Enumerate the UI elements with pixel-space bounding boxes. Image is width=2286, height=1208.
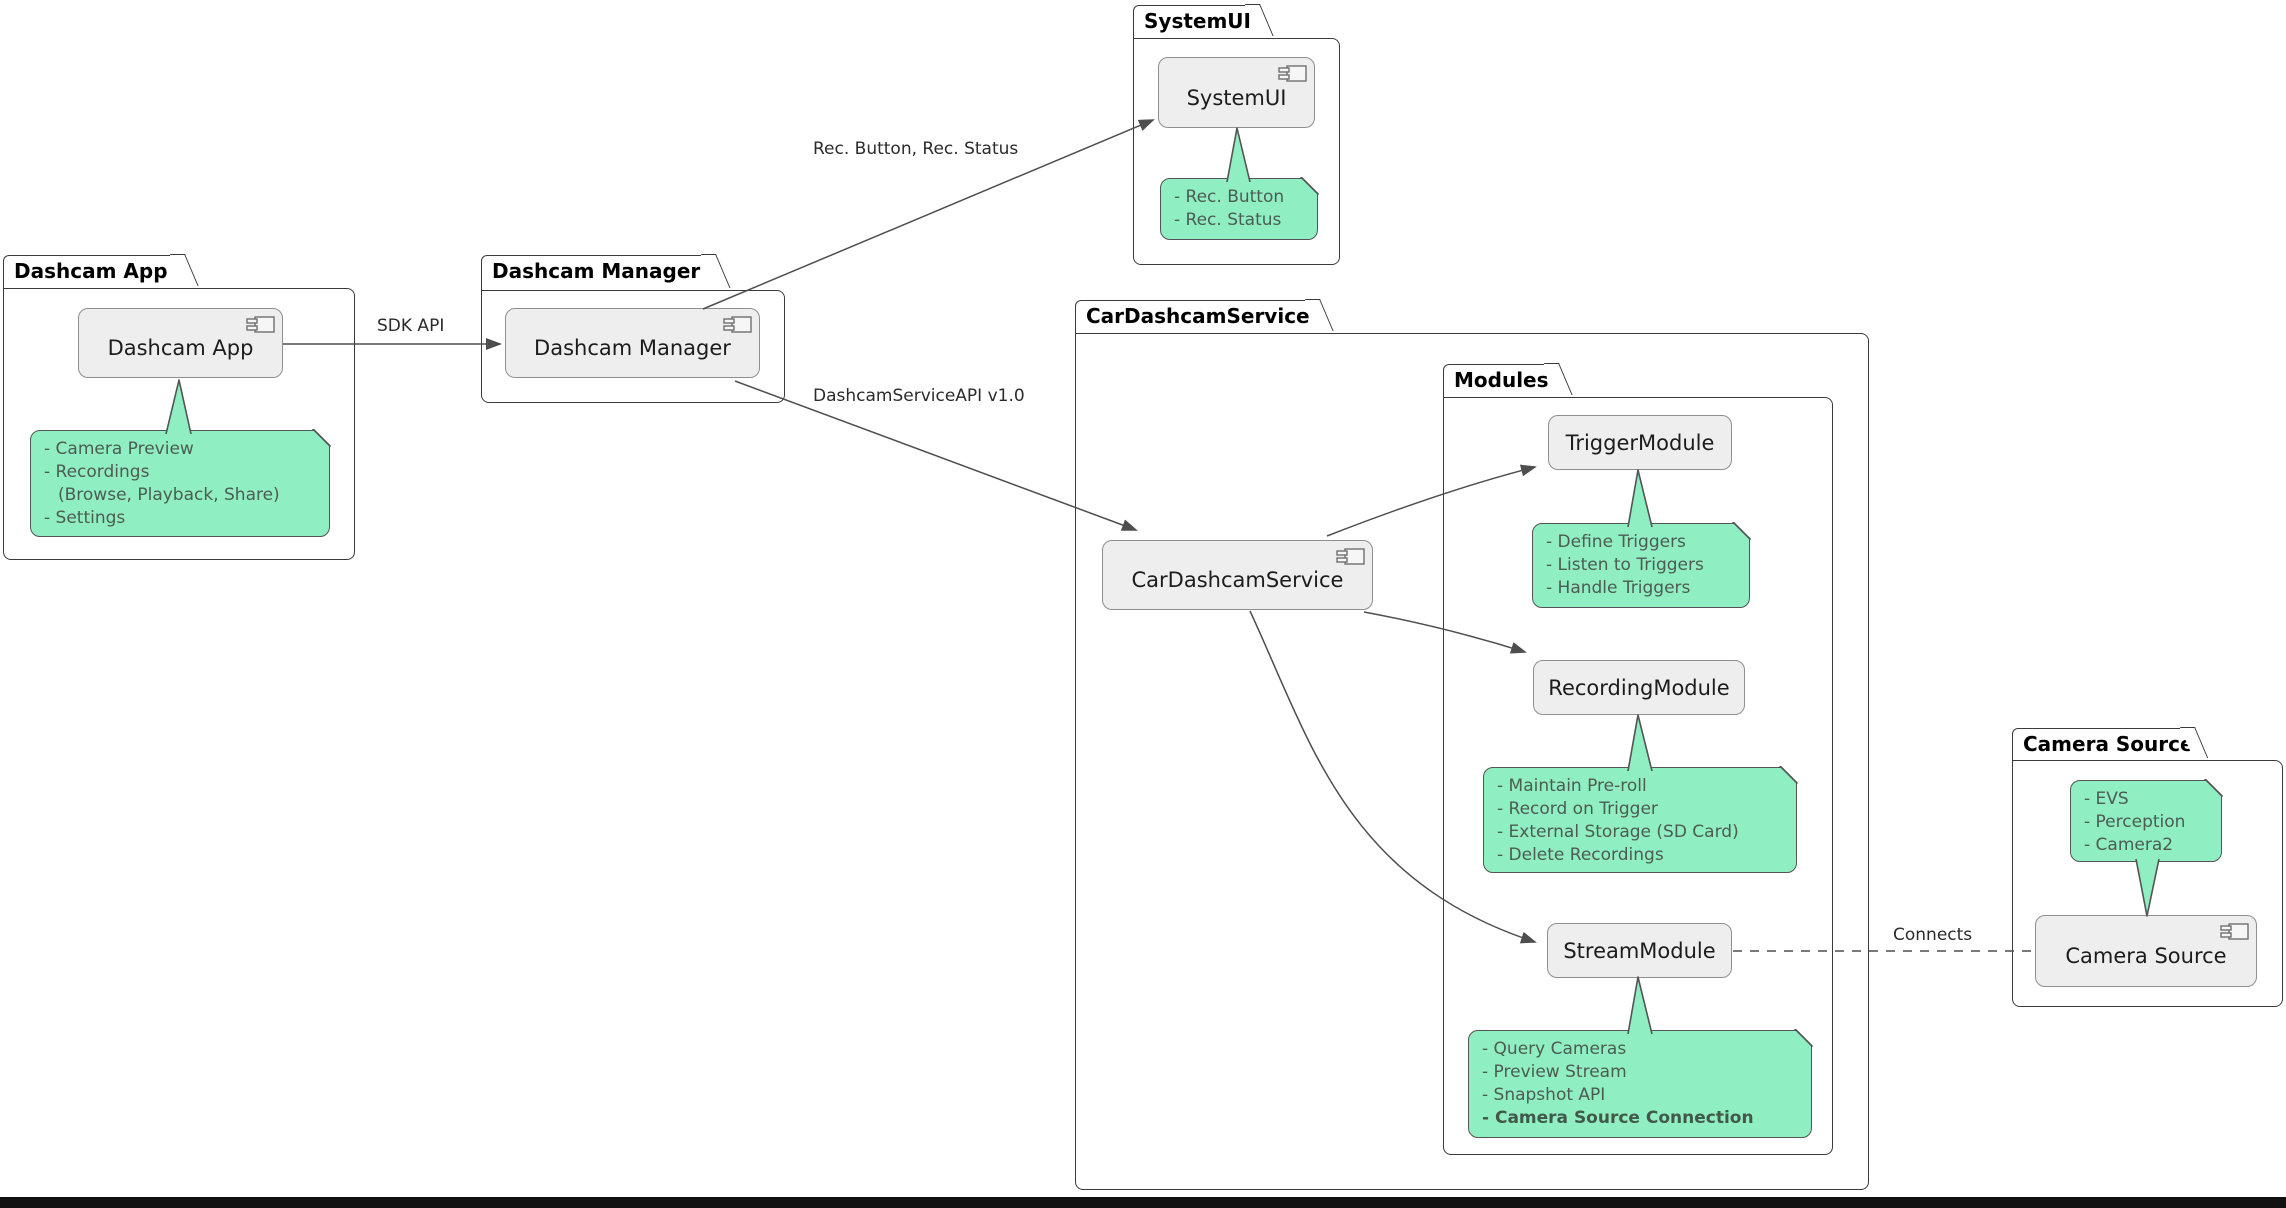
note-camera-source-types: - EVS - Perception - Camera2: [2070, 779, 2223, 862]
package-tab-car-dashcam-service: CarDashcamService: [1075, 300, 1310, 333]
component-label: StreamModule: [1563, 938, 1716, 963]
note-fold-icon: [311, 429, 331, 448]
component-label: CarDashcamService: [1131, 568, 1344, 592]
component-icon: [1278, 65, 1307, 82]
edge-label-service-api: DashcamServiceAPI v1.0: [813, 386, 1025, 406]
component-car-dashcam-service: CarDashcamService: [1102, 540, 1373, 610]
note-line: - Delete Recordings: [1497, 845, 1664, 865]
component-label: Camera Source: [2065, 944, 2227, 968]
note-line: - Maintain Pre-roll: [1497, 776, 1647, 796]
note-line: - Query Cameras: [1482, 1039, 1627, 1059]
component-label: Dashcam Manager: [534, 336, 731, 360]
component-icon: [723, 316, 752, 333]
package-tab-systemui: SystemUI: [1133, 5, 1251, 38]
note-line: - Snapshot API: [1482, 1085, 1606, 1105]
note-fold-icon: [1299, 177, 1319, 196]
component-icon: [2220, 923, 2249, 940]
note-trigger-module-features: - Define Triggers - Listen to Triggers -…: [1532, 522, 1751, 608]
component-trigger-module: TriggerModule: [1548, 415, 1732, 470]
component-dashcam-manager: Dashcam Manager: [505, 308, 760, 378]
note-line: - Perception: [2084, 812, 2186, 832]
edge-label-connects: Connects: [1893, 925, 1973, 945]
note-fold-icon: [1731, 522, 1751, 541]
bottom-bar: [0, 1197, 2286, 1208]
note-line: (Browse, Playback, Share): [58, 485, 280, 505]
note-stream-module-features: - Query Cameras - Preview Stream - Snaps…: [1468, 1029, 1813, 1138]
component-recording-module: RecordingModule: [1533, 660, 1745, 715]
note-fold-icon: [1793, 1029, 1813, 1048]
note-line: - Camera2: [2084, 835, 2174, 855]
note-dashcam-app-features: - Camera Preview - Recordings (Browse, P…: [30, 429, 331, 537]
component-icon: [246, 316, 275, 333]
note-line: - Define Triggers: [1546, 532, 1686, 552]
component-label: Dashcam App: [107, 336, 254, 360]
note-line: - Handle Triggers: [1546, 578, 1691, 598]
component-label: RecordingModule: [1548, 675, 1730, 700]
note-fold-icon: [2203, 779, 2223, 798]
note-line: - Camera Source Connection: [1482, 1108, 1754, 1128]
note-line: - EVS: [2084, 789, 2129, 809]
edge-label-rec-controls: Rec. Button, Rec. Status: [813, 139, 1019, 159]
note-line: - Listen to Triggers: [1546, 555, 1704, 575]
note-line: - Rec. Button: [1174, 187, 1285, 207]
note-systemui-features: - Rec. Button - Rec. Status: [1160, 177, 1319, 240]
package-tab-modules: Modules: [1443, 364, 1549, 397]
note-line: - Settings: [44, 508, 126, 528]
component-stream-module: StreamModule: [1547, 923, 1732, 978]
package-tab-dashcam-manager: Dashcam Manager: [481, 255, 701, 290]
note-line: - Rec. Status: [1174, 210, 1282, 230]
note-line: - Record on Trigger: [1497, 799, 1658, 819]
package-tab-dashcam-app: Dashcam App: [3, 255, 170, 288]
package-tab-camera-source: Camera Source: [2012, 728, 2194, 760]
edge-label-sdk-api: SDK API: [377, 316, 445, 336]
note-line: - Recordings: [44, 462, 150, 482]
note-recording-module-features: - Maintain Pre-roll - Record on Trigger …: [1483, 766, 1798, 873]
note-line: - Camera Preview: [44, 439, 194, 459]
component-systemui: SystemUI: [1158, 57, 1315, 128]
component-icon: [1336, 548, 1365, 565]
note-line: - External Storage (SD Card): [1497, 822, 1739, 842]
component-label: SystemUI: [1186, 85, 1287, 110]
component-dashcam-app: Dashcam App: [78, 308, 283, 378]
component-label: TriggerModule: [1565, 430, 1715, 455]
note-line: - Preview Stream: [1482, 1062, 1627, 1082]
note-fold-icon: [1778, 766, 1798, 785]
component-camera-source: Camera Source: [2035, 915, 2257, 987]
